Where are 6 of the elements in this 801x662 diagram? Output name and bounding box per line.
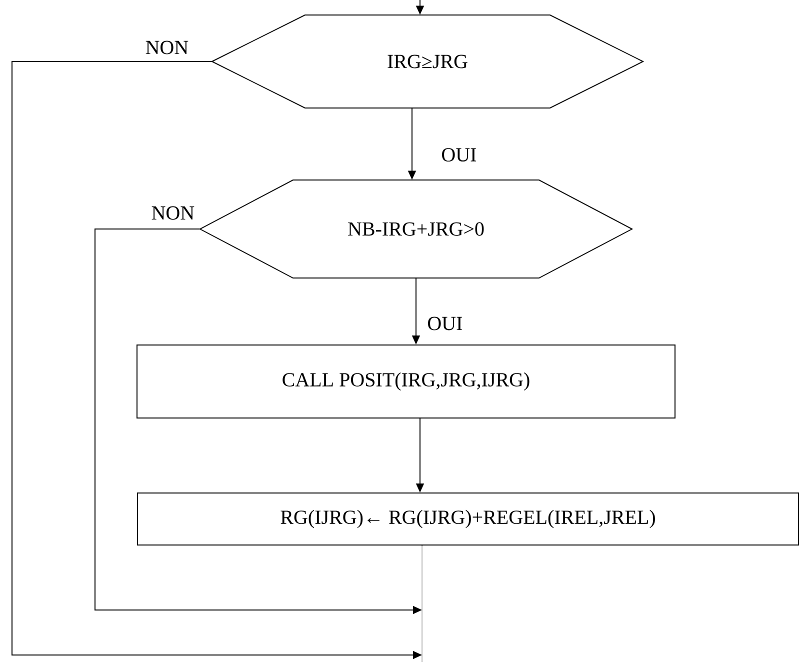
edge-label: OUI xyxy=(440,147,478,163)
edge-label: OUI xyxy=(426,316,464,332)
edge-label: NON xyxy=(150,205,196,221)
edge-label: NON xyxy=(144,40,190,56)
process-box: CALL POSIT(IRG,JRG,IJRG) xyxy=(136,344,676,418)
process-box: RG(IJRG)← RG(IJRG)+REGEL(IREL,JREL) xyxy=(137,492,799,546)
